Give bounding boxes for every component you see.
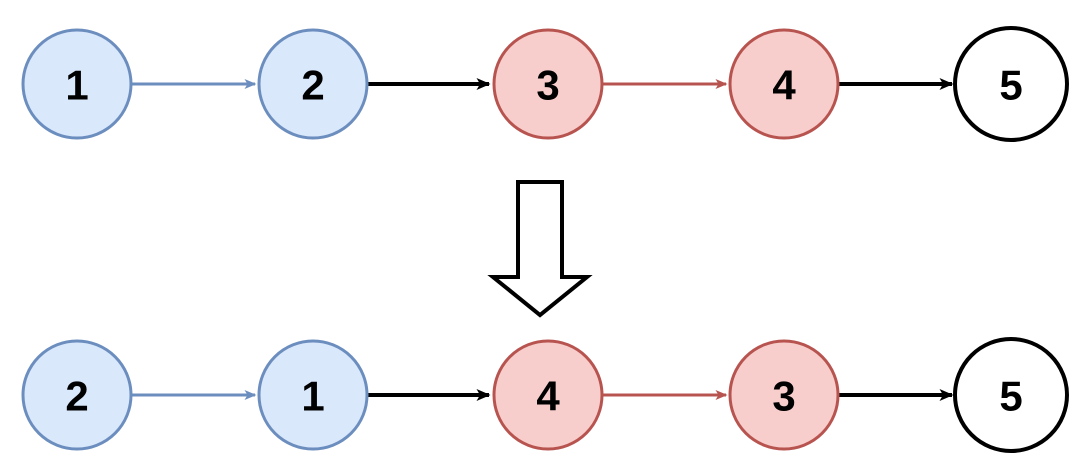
node-after-2[interactable]: 4 — [492, 339, 604, 451]
node-before-2[interactable]: 3 — [492, 28, 604, 140]
node-before-4[interactable]: 5 — [953, 26, 1069, 142]
after-row: 2 1 4 3 5 — [21, 337, 1069, 453]
node-label: 3 — [772, 373, 795, 420]
transform-down-arrow — [487, 180, 593, 318]
node-circle — [953, 337, 1069, 453]
node-circle — [257, 28, 369, 140]
node-label: 5 — [999, 373, 1022, 420]
node-after-1[interactable]: 1 — [257, 339, 369, 451]
node-circle — [21, 339, 133, 451]
node-circle — [21, 28, 133, 140]
node-circle — [257, 339, 369, 451]
down-arrow-icon — [487, 180, 593, 318]
node-label: 1 — [301, 373, 324, 420]
node-circle — [953, 26, 1069, 142]
node-label: 5 — [999, 62, 1022, 109]
node-after-3[interactable]: 3 — [728, 339, 840, 451]
node-label: 4 — [772, 62, 796, 109]
node-circle — [728, 339, 840, 451]
node-circle — [492, 28, 604, 140]
node-label: 1 — [65, 62, 88, 109]
before-row: 1 2 3 4 5 — [21, 26, 1069, 142]
node-before-1[interactable]: 2 — [257, 28, 369, 140]
node-label: 3 — [536, 62, 559, 109]
node-after-4[interactable]: 5 — [953, 337, 1069, 453]
node-circle — [728, 28, 840, 140]
node-label: 4 — [536, 373, 560, 420]
node-before-0[interactable]: 1 — [21, 28, 133, 140]
node-after-0[interactable]: 2 — [21, 339, 133, 451]
node-before-3[interactable]: 4 — [728, 28, 840, 140]
node-circle — [492, 339, 604, 451]
node-label: 2 — [301, 62, 324, 109]
node-label: 2 — [65, 373, 88, 420]
